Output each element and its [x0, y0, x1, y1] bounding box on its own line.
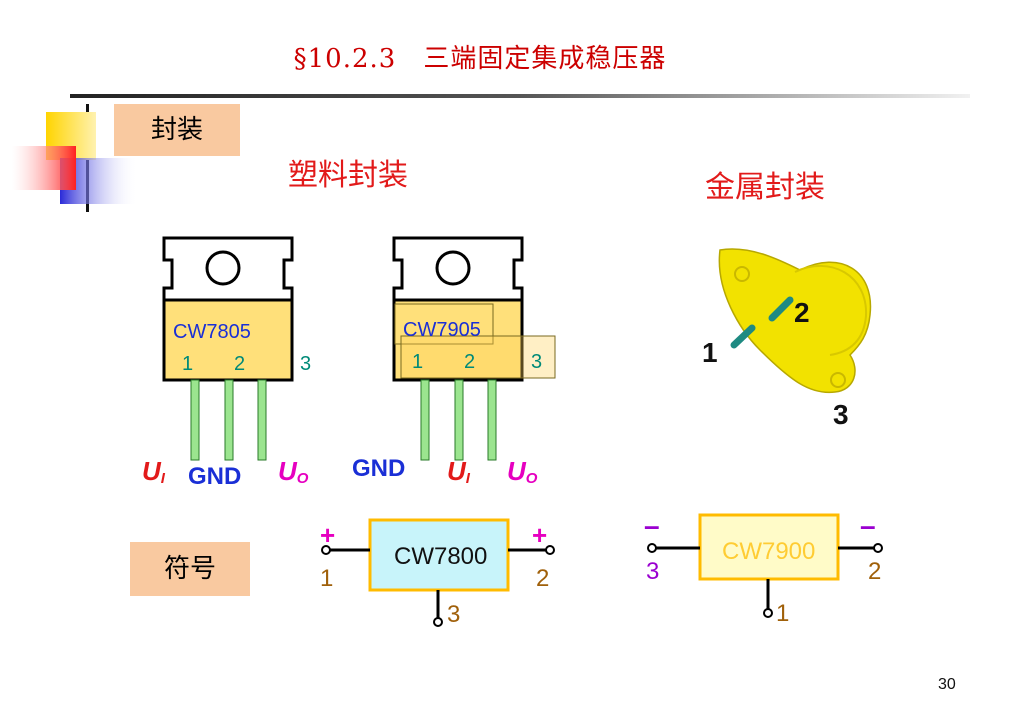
metal-pin-1-number: 1: [702, 337, 718, 368]
title-divider: [70, 94, 970, 98]
pin-2-number: 2: [464, 351, 475, 373]
label-frame: [394, 303, 494, 345]
metal-pin-2-number: 2: [794, 297, 810, 328]
output-label: UO: [278, 456, 309, 487]
pin-3-lead: [257, 379, 267, 461]
left-polarity-sign: –: [644, 510, 660, 541]
regulator-box: [368, 518, 510, 592]
right-polarity-sign: +: [532, 520, 547, 550]
left-pin-number: 3: [646, 558, 659, 585]
pin-3-number: 3: [531, 351, 542, 373]
pin-1-number: 1: [412, 351, 423, 373]
symbol-cw7800: CW7800 + + 1 2 3: [320, 518, 555, 628]
left-pin-number: 1: [320, 565, 333, 592]
plastic-package-cw7805: CW7805 1 2 3 UI GND UO: [142, 236, 311, 490]
input-label: UI: [142, 456, 166, 487]
decorative-squares: [12, 112, 138, 204]
left-polarity-sign: +: [320, 520, 335, 550]
ground-terminal: [763, 608, 773, 618]
part-label: CW7805: [173, 321, 251, 343]
part-label: CW7900: [722, 538, 815, 565]
page-number: 30: [938, 676, 956, 693]
input-label: UI: [447, 456, 471, 487]
right-polarity-sign: –: [860, 510, 876, 541]
chip-body: [162, 298, 294, 382]
plastic-package-heading: 塑料封装: [288, 158, 408, 193]
input-terminal: [647, 543, 657, 553]
slide-title: §10.2.3 三端固定集成稳压器: [293, 44, 667, 74]
bottom-pin-number: 1: [776, 600, 789, 627]
plastic-package-cw7905: CW7905 1 2 3 GND UI UO: [352, 236, 556, 487]
part-label: CW7800: [394, 543, 487, 570]
input-terminal: [321, 545, 331, 555]
right-pin-number: 2: [536, 565, 549, 592]
pin-1-lead: [420, 379, 430, 461]
gnd-label: GND: [352, 455, 405, 482]
metal-package: 2 1 3: [702, 248, 872, 430]
gnd-label: GND: [188, 463, 241, 490]
pin-1-lead: [190, 379, 200, 461]
pin-number-frame: [400, 335, 556, 379]
pin-1-number: 1: [182, 353, 193, 375]
output-terminal: [545, 545, 555, 555]
pin-2-lead: [224, 379, 234, 461]
symbol-tag: 符号: [130, 542, 250, 596]
mounting-hole: [205, 250, 241, 286]
output-label: UO: [507, 456, 538, 487]
metal-package-heading: 金属封装: [705, 170, 825, 205]
pin-2-lead: [454, 379, 464, 461]
pin-2-number: 2: [234, 353, 245, 375]
output-terminal: [873, 543, 883, 553]
metal-can-body: [718, 248, 872, 394]
mounting-hole: [435, 250, 471, 286]
bottom-pin-number: 3: [447, 601, 460, 628]
pin-3-number: 3: [300, 353, 311, 375]
pin-3-lead: [487, 379, 497, 461]
ground-terminal: [433, 617, 443, 627]
package-tag: 封装: [114, 104, 240, 156]
part-label: CW7905: [403, 319, 481, 341]
metal-pin-3-number: 3: [833, 399, 849, 430]
symbol-cw7900: CW7900 – – 3 2 1: [644, 510, 883, 627]
right-pin-number: 2: [868, 558, 881, 585]
